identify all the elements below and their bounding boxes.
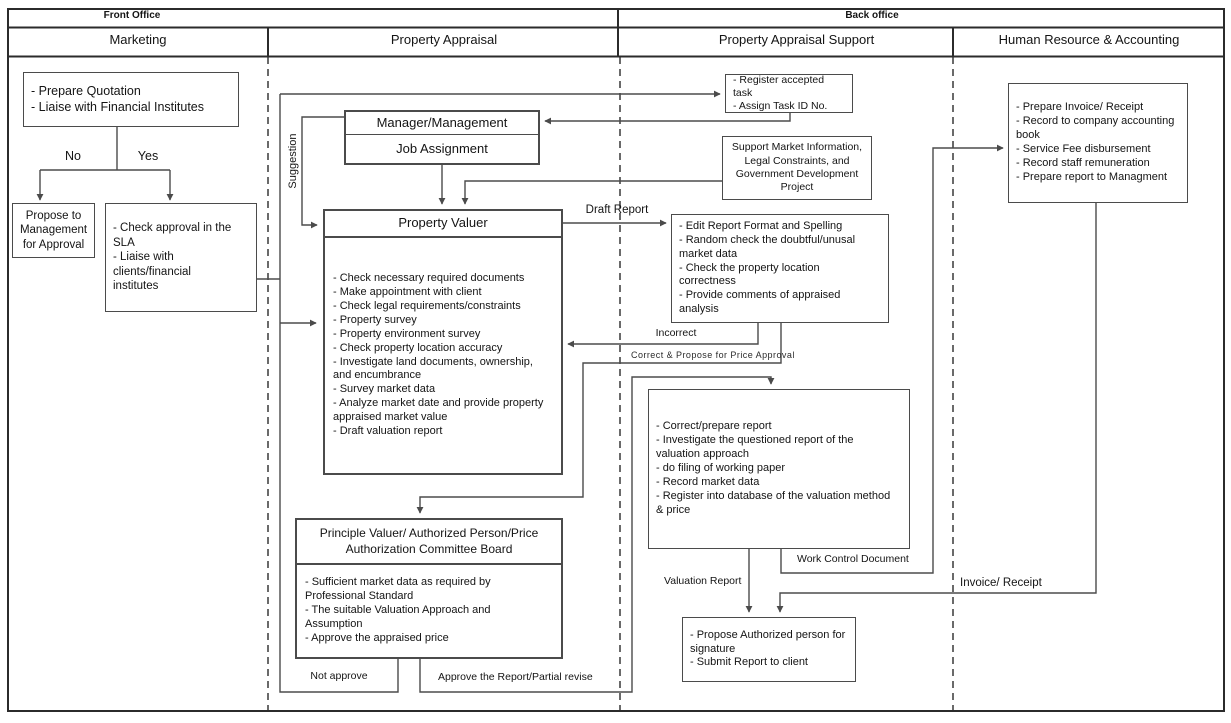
- work-control-document-arrow: [780, 144, 1004, 574]
- lane-title-property-appraisal-support: Property Appraisal Support: [718, 32, 875, 47]
- approve-report-arrow: [419, 376, 775, 693]
- suggestion-arrow: [301, 116, 344, 229]
- market-info-to-valuer-arrow: [461, 180, 722, 205]
- support-market-information-box: Support Market Information, Legal Constr…: [722, 136, 872, 200]
- approve-report-label: Approve the Report/Partial revise: [438, 671, 593, 683]
- register-accepted-task-box: - Register accepted task - Assign Task I…: [725, 74, 853, 113]
- lane-title-human-resource-accounting: Human Resource & Accounting: [998, 32, 1180, 47]
- propose-authorized-person-box: - Propose Authorized person for signatur…: [682, 617, 856, 682]
- back-office-header: Back office: [845, 10, 899, 21]
- yes-branch-label: Yes: [137, 149, 159, 163]
- edit-report-box: - Edit Report Format and Spelling - Rand…: [671, 214, 889, 323]
- manager-management-box: Manager/Management Job Assignment: [344, 110, 540, 165]
- property-valuer-box: Property Valuer - Check necessary requir…: [323, 209, 563, 475]
- invoice-receipt-arrow: [776, 203, 1097, 613]
- invoice-receipt-label: Invoice/ Receipt: [960, 577, 1042, 589]
- valuation-report-label: Valuation Report: [664, 575, 742, 587]
- not-approve-spine-line: [279, 94, 399, 693]
- incorrect-arrow: [567, 323, 759, 348]
- work-control-document-label: Work Control Document: [797, 553, 909, 565]
- lane-title-marketing: Marketing: [109, 32, 167, 47]
- prepare-quotation-box: - Prepare Quotation - Liaise with Financ…: [23, 72, 239, 127]
- job-assignment-cell: Job Assignment: [396, 140, 488, 156]
- property-valuer-title: Property Valuer: [325, 211, 561, 238]
- hr-accounting-tasks-box: - Prepare Invoice/ Receipt - Record to c…: [1008, 83, 1188, 203]
- front-office-header: Front Office: [103, 10, 161, 21]
- principle-valuer-box: Principle Valuer/ Authorized Person/Pric…: [295, 518, 563, 659]
- not-approve-label: Not approve: [310, 670, 368, 682]
- property-valuer-tasks: - Check necessary required documents - M…: [333, 271, 544, 438]
- propose-to-management-box: Propose to Management for Approval: [12, 203, 95, 258]
- yes-no-branch-line: [40, 127, 170, 171]
- diagram-outer-border: [7, 8, 1225, 712]
- register-to-manager-arrow: [544, 113, 791, 125]
- lane-title-property-appraisal: Property Appraisal: [390, 32, 498, 47]
- correct-propose-arrow: [416, 323, 782, 514]
- correct-propose-label: Correct & Propose for Price Approval: [631, 350, 795, 360]
- principle-valuer-title: Principle Valuer/ Authorized Person/Pric…: [297, 520, 561, 565]
- incorrect-label: Incorrect: [655, 327, 697, 339]
- correct-prepare-report-box: - Correct/prepare report - Investigate t…: [648, 389, 910, 549]
- no-branch-label: No: [65, 149, 81, 163]
- check-approval-sla-box: - Check approval in the SLA - Liaise wit…: [105, 203, 257, 312]
- draft-report-label: Draft Report: [585, 204, 649, 216]
- manager-management-title: Manager/Management: [346, 112, 538, 135]
- principle-valuer-tasks: - Sufficient market data as required by …: [305, 576, 491, 644]
- suggestion-label: Suggestion: [286, 133, 299, 189]
